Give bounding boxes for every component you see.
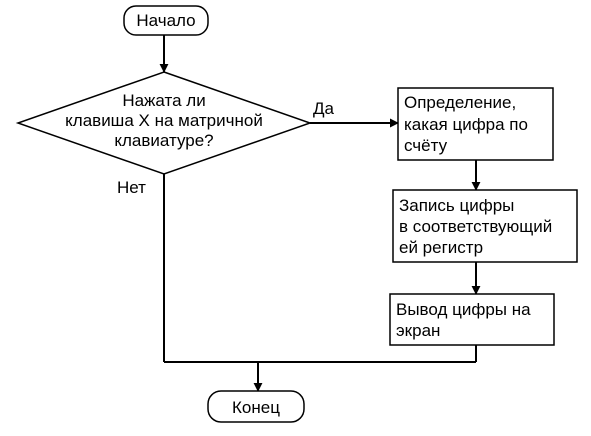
process-1-box <box>397 87 554 161</box>
process-1-node: Определение, какая цифра по счёту <box>397 87 554 161</box>
decision-line-2: клавиша X на матричной <box>65 111 263 130</box>
end-label: Конец <box>232 398 280 417</box>
decision-line-3: клавиатуре? <box>114 131 213 150</box>
process-1-line-1: Определение, <box>404 93 516 112</box>
decision-node: Нажата ли клавиша X на матричной клавиат… <box>15 71 313 175</box>
process-2-line-3: ей регистр <box>399 238 483 257</box>
yes-label: Да <box>313 99 335 118</box>
start-node: Начало <box>123 5 209 36</box>
process-2-node: Запись цифры в соответствующий ей регист… <box>392 189 578 263</box>
process-3-line-1: Вывод цифры на <box>396 300 531 319</box>
no-label: Нет <box>117 178 146 197</box>
process-2-line-2: в соответствующий <box>399 217 552 236</box>
decision-line-1: Нажата ли <box>122 91 205 110</box>
process-2-line-1: Запись цифры <box>399 196 514 215</box>
process-3-node: Вывод цифры на экран <box>389 293 555 346</box>
process-3-line-2: экран <box>396 321 440 340</box>
process-1-line-3: счёту <box>404 136 448 155</box>
start-label: Начало <box>136 11 195 30</box>
process-1-line-2: какая цифра по <box>404 115 528 134</box>
start-terminator-shape <box>123 5 209 36</box>
end-node: Конец <box>207 390 305 423</box>
end-terminator-shape <box>207 390 305 423</box>
process-3-box <box>389 293 555 346</box>
process-2-box <box>392 189 578 263</box>
